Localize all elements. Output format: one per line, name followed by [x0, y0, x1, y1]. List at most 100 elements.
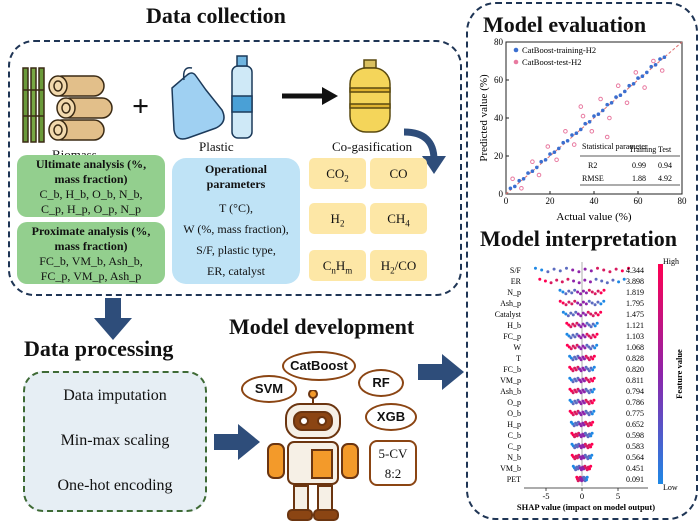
operational-title-1: Operational — [205, 162, 267, 176]
shap-point — [591, 344, 595, 348]
shap-point — [540, 268, 544, 272]
test-point — [571, 142, 577, 147]
shap-point — [579, 314, 583, 318]
scatter-x-tick: 20 — [546, 196, 556, 206]
test-point — [563, 129, 568, 134]
shap-point — [574, 379, 578, 383]
shap-point — [571, 380, 575, 384]
gas-ch4: CH4 — [370, 203, 427, 234]
shap-point — [581, 300, 585, 304]
shap-point — [622, 277, 626, 281]
shap-point — [582, 467, 586, 471]
shap-point — [614, 267, 618, 271]
shap-point — [573, 435, 577, 439]
scatter-y-tick: 80 — [494, 38, 504, 47]
shap-mean-value: 0.775 — [626, 409, 644, 418]
legend-train-label: CatBoost-training-H2 — [522, 45, 596, 55]
gas-cnhm: CnHm — [309, 250, 366, 281]
gas-h2-co-ratio: H2/CO — [370, 250, 427, 281]
shap-feature-label: S/F — [510, 266, 522, 275]
train-point — [592, 114, 596, 118]
shap-point — [587, 288, 591, 292]
shap-feature-label: C_p — [508, 442, 521, 451]
shap-point — [582, 445, 586, 449]
results-box — [466, 2, 698, 520]
cv-box: 5-CV 8:2 — [369, 440, 417, 486]
test-point — [598, 96, 603, 102]
shap-point — [569, 325, 573, 329]
shap-point — [579, 325, 583, 329]
shap-point — [579, 336, 583, 340]
test-point — [530, 159, 535, 164]
shap-feature-label: Ash_b — [500, 387, 521, 396]
shap-point — [571, 344, 575, 348]
shap-point — [564, 303, 568, 307]
table-head-param: Statistical parameter — [582, 142, 648, 151]
shap-colorbar — [658, 264, 663, 484]
shap-point — [538, 277, 542, 281]
processing-step-1: Data imputation — [63, 387, 167, 404]
shap-point — [561, 290, 565, 294]
shap-point — [589, 312, 593, 316]
shap-point — [579, 292, 583, 296]
shap-point — [567, 323, 571, 327]
shap-point — [591, 368, 595, 372]
shap-point — [579, 347, 583, 351]
train-point — [574, 131, 579, 135]
shap-point — [599, 291, 603, 295]
model-catboost: CatBoost — [282, 351, 356, 381]
shap-feature-label: ER — [511, 277, 522, 286]
shap-point — [595, 332, 599, 336]
shap-point — [589, 464, 593, 468]
shap-point — [571, 333, 575, 337]
shap-point — [569, 336, 573, 340]
gas-h2: H2 — [309, 203, 366, 234]
shap-mean-value: 0.451 — [626, 464, 644, 473]
ultimate-title-1: Ultimate analysis (%, — [35, 157, 147, 171]
biomass-icon — [22, 67, 113, 143]
train-point — [526, 171, 530, 175]
scatter-x-tick: 40 — [590, 196, 600, 206]
data-collection-title: Data collection — [146, 3, 286, 28]
table-rmse-label: RMSE — [582, 174, 604, 183]
shap-point — [583, 335, 587, 339]
shap-feature-label: C_b — [508, 431, 521, 440]
shap-point — [575, 434, 579, 438]
shap-point — [561, 310, 565, 314]
arrow-to-cogasification — [282, 87, 338, 105]
shap-point — [574, 468, 578, 472]
shap-point — [579, 424, 583, 428]
shap-point — [602, 288, 606, 292]
shap-point — [587, 299, 591, 303]
shap-point — [566, 314, 570, 318]
shap-point — [595, 321, 599, 325]
legend-test-label: CatBoost-test-H2 — [522, 57, 582, 67]
shap-point — [588, 456, 592, 460]
shap-point — [589, 445, 593, 449]
shap-point — [584, 313, 588, 317]
shap-point — [599, 310, 603, 314]
shap-mean-value: 0.786 — [626, 398, 644, 407]
scatter-y-tick: 20 — [494, 151, 504, 161]
ultimate-title-2: mass fraction) — [54, 172, 128, 186]
shap-point — [589, 336, 593, 340]
train-point — [508, 186, 513, 191]
table-rmse-train: 1.88 — [632, 174, 646, 183]
shap-point — [611, 278, 615, 282]
shap-mean-value: 1.121 — [626, 321, 644, 330]
shap-mean-value: 4.344 — [626, 266, 644, 275]
shap-point — [549, 281, 553, 285]
shap-point — [588, 467, 592, 471]
train-point — [601, 108, 605, 113]
shap-point — [579, 457, 583, 461]
shap-mean-value: 0.820 — [626, 365, 644, 374]
model-interpretation-title: Model interpretation — [480, 226, 677, 251]
shap-point — [587, 402, 591, 406]
table-head-test: Test — [658, 145, 672, 154]
shap-point — [564, 312, 568, 316]
shap-point — [590, 412, 594, 416]
shap-point — [595, 343, 599, 347]
processing-step-2: Min-max scaling — [60, 432, 170, 449]
shap-point — [587, 391, 591, 395]
model-svm: SVM — [241, 375, 297, 403]
